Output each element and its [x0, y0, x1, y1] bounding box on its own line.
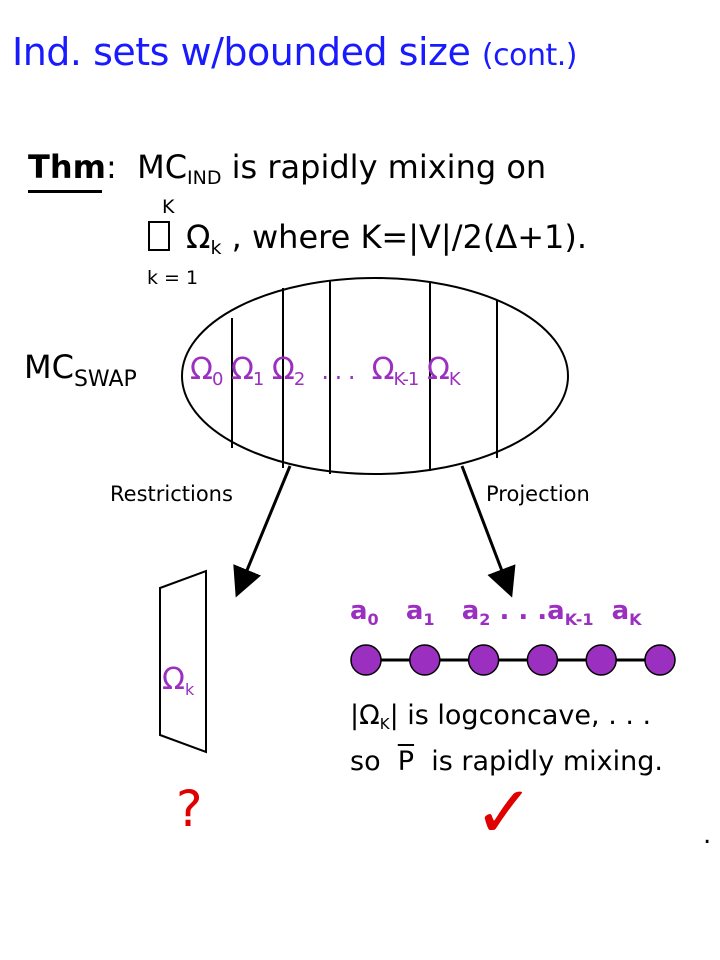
- union-omega: Ω: [186, 218, 211, 256]
- check-mark-icon: ✓: [474, 770, 535, 854]
- theorem-tail: is rapidly mixing on: [231, 148, 547, 186]
- a-dots: . . .: [499, 596, 548, 626]
- a-2: a2: [461, 596, 491, 629]
- path-graph-node: [467, 644, 500, 676]
- a-k: aK: [611, 596, 642, 629]
- theorem-label: Thm: [28, 148, 106, 186]
- projection-arrow: [460, 465, 516, 598]
- mc-ind-sub: IND: [187, 167, 222, 189]
- mc-swap-label: MCSWAP: [24, 348, 137, 392]
- union-lower-limit: k = 1: [147, 267, 199, 289]
- theorem-label-underline: [28, 190, 102, 193]
- title-main: Ind. sets w/bounded size: [12, 30, 471, 74]
- a-k-minus-1: aK-1: [547, 596, 594, 629]
- omega-k: ΩK: [426, 352, 461, 390]
- omega-2: Ω2: [271, 352, 305, 390]
- restriction-slab: [159, 569, 207, 754]
- restrictions-label: Restrictions: [110, 482, 233, 506]
- theorem-line: Thm: MCIND is rapidly mixing on: [28, 148, 546, 189]
- omega-dots: . . .: [321, 357, 355, 385]
- a-label-row: a0 a1 a2 . . .aK-1 aK: [350, 596, 642, 629]
- p-bar: P: [397, 746, 415, 777]
- a-1: a1: [405, 596, 435, 629]
- union-expression: Ωk , where K=|V|/2(Δ+1).: [148, 218, 587, 259]
- restriction-omega: Ωk: [162, 662, 195, 699]
- path-graph-node: [350, 644, 382, 676]
- union-symbol-icon: [148, 221, 170, 251]
- path-graph-node: [644, 644, 676, 676]
- union-upper-limit: K: [162, 196, 175, 218]
- theorem-colon: :: [105, 148, 117, 186]
- a-0: a0: [350, 596, 379, 629]
- path-graph-node: [526, 644, 559, 676]
- path-graph-nodes: [350, 644, 676, 676]
- restriction-arrow: [233, 465, 292, 598]
- slide-title: Ind. sets w/bounded size (cont.): [12, 30, 578, 74]
- question-mark-icon: ?: [176, 780, 203, 838]
- logconcave-statement: |ΩK| is logconcave, . . .: [350, 700, 652, 733]
- omega-partition-row: Ω0 Ω1 Ω2 . . . ΩK-1 ΩK: [190, 352, 461, 390]
- omega-k-minus-1: ΩK-1: [371, 352, 420, 390]
- rapid-mixing-statement: so P is rapidly mixing.: [350, 746, 663, 777]
- state-space-ellipse: [181, 277, 569, 475]
- trailing-dot: .: [703, 820, 712, 850]
- projection-label: Projection: [486, 482, 590, 506]
- mc-swap-base: MC: [24, 348, 74, 386]
- union-omega-sub: k: [210, 237, 222, 259]
- where-clause: , where K=|V|/2(Δ+1).: [231, 218, 588, 256]
- omega-1: Ω1: [230, 352, 264, 390]
- path-graph-node: [585, 644, 617, 676]
- mc-ind-base: MC: [137, 148, 188, 186]
- mc-swap-sub: SWAP: [73, 367, 137, 392]
- title-suffix: (cont.): [481, 38, 578, 73]
- path-graph-node: [409, 644, 441, 676]
- omega-0: Ω0: [190, 352, 223, 390]
